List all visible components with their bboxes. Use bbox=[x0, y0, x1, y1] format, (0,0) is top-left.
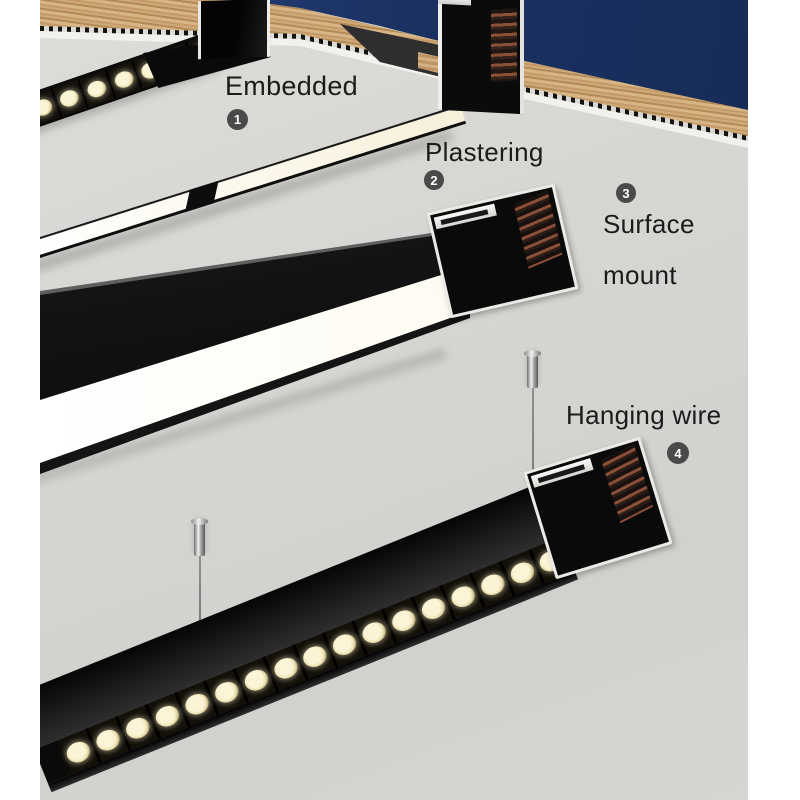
badge-2-icon: 2 bbox=[424, 170, 444, 190]
label-hanging-wire: Hanging wire bbox=[566, 400, 722, 430]
wire-ceiling-fitting bbox=[524, 350, 541, 388]
label-plastering: Plastering bbox=[425, 137, 544, 167]
copper-contacts bbox=[491, 8, 517, 82]
track-trim-cap bbox=[438, 0, 471, 6]
recessed-channel-section bbox=[198, 0, 270, 60]
label-embedded: Embedded bbox=[225, 71, 358, 101]
plastering-light bbox=[40, 104, 467, 260]
surface-track-cross-section bbox=[426, 183, 579, 319]
label-surface-mount-line1: Surface bbox=[603, 209, 695, 239]
label-surface-mount-line2: mount bbox=[603, 260, 677, 290]
suspension-wire bbox=[532, 388, 534, 486]
copper-contacts bbox=[513, 190, 563, 269]
badge-3-icon: 3 bbox=[616, 183, 636, 203]
hanging-light bbox=[40, 483, 579, 793]
suspension-wire bbox=[199, 556, 201, 628]
ceiling-render bbox=[40, 0, 748, 800]
badge-1-icon: 1 bbox=[227, 109, 248, 130]
badge-4-icon: 4 bbox=[667, 442, 689, 464]
copper-contacts bbox=[601, 443, 654, 524]
wire-ceiling-fitting bbox=[191, 518, 208, 556]
plastering-track-section bbox=[438, 0, 524, 115]
